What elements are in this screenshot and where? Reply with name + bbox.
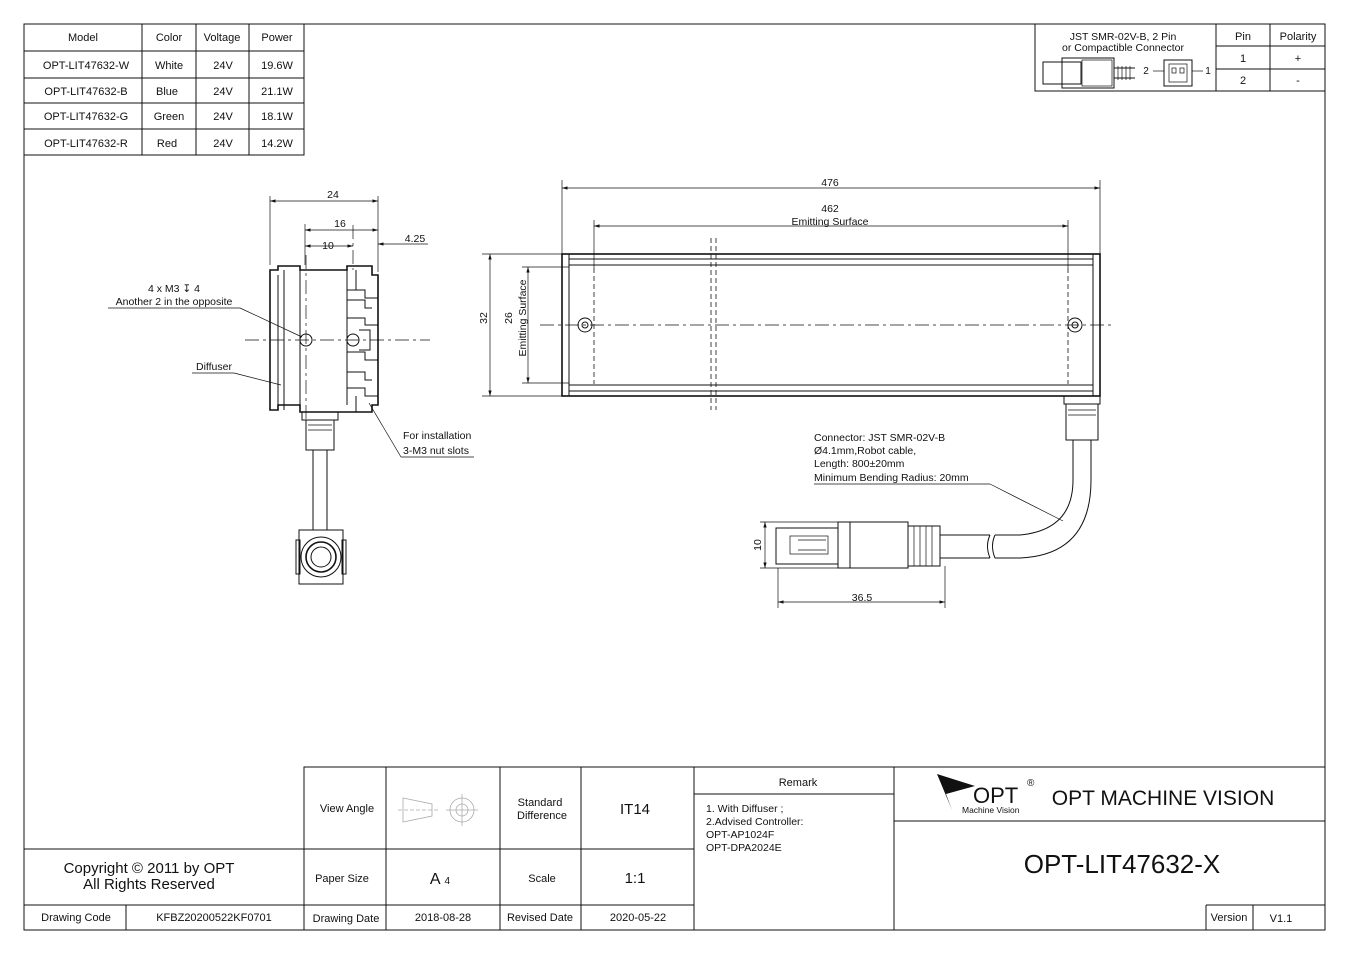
scale-value: 1:1 [625, 870, 646, 887]
emitting-surface-vertical-label: Emitting Surface [517, 279, 529, 356]
drawing-code-value: KFBZ20200522KF0701 [156, 912, 272, 924]
revised-date-label: Revised Date [507, 912, 573, 924]
cable-note-bending: Minimum Bending Radius: 20mm [814, 472, 969, 484]
drawing-date-label: Drawing Date [313, 913, 380, 925]
table-cell: OPT-LIT47632-B [44, 86, 127, 98]
table-cell: 24V [213, 86, 233, 98]
drawing-code-label: Drawing Code [41, 912, 111, 924]
table-cell: White [155, 60, 183, 72]
standard-difference-label2: Difference [517, 810, 567, 822]
title-block: Copyright © 2011 by OPT All Rights Reser… [24, 766, 1326, 931]
table-cell: 24V [213, 60, 233, 72]
table-cell: 2 [1240, 75, 1246, 87]
cable-note-connector: Connector: JST SMR-02V-B [814, 432, 945, 444]
version-label: Version [1211, 912, 1248, 924]
connector-sketch: 2 1 [1042, 57, 1211, 89]
version-value: V1.1 [1270, 913, 1293, 925]
table-cell: Red [157, 138, 177, 150]
cable-note-length: Length: 800±20mm [814, 458, 905, 470]
remark-line1: 1. With Diffuser ; [706, 803, 783, 815]
revised-date-value: 2020-05-22 [610, 912, 666, 924]
table-cell: 1 [1240, 53, 1246, 65]
install-note: For installation [403, 430, 471, 442]
paper-size-label: Paper Size [315, 873, 369, 885]
table-cell: 19.6W [261, 60, 293, 72]
first-angle-projection-icon [398, 794, 478, 826]
table-cell: Blue [156, 86, 178, 98]
table-cell: 14.2W [261, 138, 293, 150]
logo-text: OPT [973, 783, 1018, 808]
dim-26: 26 [503, 312, 515, 324]
connector-table: JST SMR-02V-B, 2 Pin or Compactible Conn… [1034, 23, 1326, 92]
standard-difference-value: IT14 [620, 801, 650, 818]
connector-subtitle: or Compactible Connector [1062, 42, 1184, 54]
install-note-slots: 3-M3 nut slots [403, 445, 469, 457]
dim-4-25: 4.25 [405, 233, 426, 245]
dim-10: 10 [322, 240, 334, 252]
view-angle-label: View Angle [320, 803, 374, 815]
remark-line4: OPT-DPA2024E [706, 842, 782, 854]
logo-subtitle: Machine Vision [962, 805, 1020, 815]
screw-note: 4 x M3 ↧ 4 [148, 283, 200, 295]
table-cell: 18.1W [261, 111, 293, 123]
dim-32: 32 [478, 312, 490, 324]
table-cell: 24V [213, 111, 233, 123]
part-number: OPT-LIT47632-X [1024, 849, 1221, 879]
dim-16: 16 [334, 218, 346, 230]
standard-difference-label: Standard [518, 797, 563, 809]
pin-header: Pin [1235, 31, 1251, 43]
power-header: Power [261, 32, 293, 44]
table-cell: 24V [213, 138, 233, 150]
model-header: Model [68, 32, 98, 44]
emitting-surface-label: Emitting Surface [791, 216, 868, 228]
dim-462: 462 [821, 203, 839, 215]
opt-logo-icon [937, 774, 975, 810]
logo-registered: ® [1027, 778, 1035, 789]
connector-title: JST SMR-02V-B, 2 Pin [1070, 31, 1177, 43]
copyright-line1: Copyright © 2011 by OPT [64, 860, 235, 877]
model-table: Model Color Voltage Power OPT-LIT47632-W… [23, 23, 305, 156]
remark-line3: OPT-AP1024F [706, 829, 774, 841]
polarity-header: Polarity [1280, 31, 1317, 43]
table-cell: - [1296, 75, 1300, 87]
screw-note-opposite: Another 2 in the opposite [116, 296, 233, 308]
dim-476: 476 [821, 177, 839, 189]
scale-label: Scale [528, 873, 556, 885]
opt-logo: OPT ® Machine Vision [937, 774, 1035, 815]
table-cell: OPT-LIT47632-G [44, 111, 128, 123]
pin-2-label: 2 [1143, 66, 1149, 77]
dim-connector-10: 10 [752, 539, 764, 551]
remark-label: Remark [779, 777, 818, 789]
voltage-header: Voltage [204, 32, 241, 44]
side-view: 24 16 10 4.25 4 x M3 ↧ 4 Another 2 in th… [108, 189, 474, 585]
dim-24: 24 [327, 189, 339, 201]
table-cell: 21.1W [261, 86, 293, 98]
table-cell: + [1295, 53, 1301, 65]
table-cell: OPT-LIT47632-R [44, 138, 128, 150]
remark-line2: 2.Advised Controller: [706, 816, 803, 828]
cable-note-diameter: Ø4.1mm,Robot cable, [814, 445, 916, 457]
pin-1-label: 1 [1205, 66, 1211, 77]
company-name: OPT MACHINE VISION [1052, 787, 1274, 810]
front-view: 476 462 Emitting Surface 32 26 Emitting … [478, 177, 1115, 608]
dim-36-5: 36.5 [852, 592, 873, 604]
copyright-line2: All Rights Reserved [83, 876, 215, 893]
table-cell: Green [154, 111, 185, 123]
diffuser-label: Diffuser [196, 361, 232, 373]
table-cell: OPT-LIT47632-W [43, 60, 130, 72]
drawing-date-value: 2018-08-28 [415, 912, 471, 924]
color-header: Color [156, 32, 183, 44]
